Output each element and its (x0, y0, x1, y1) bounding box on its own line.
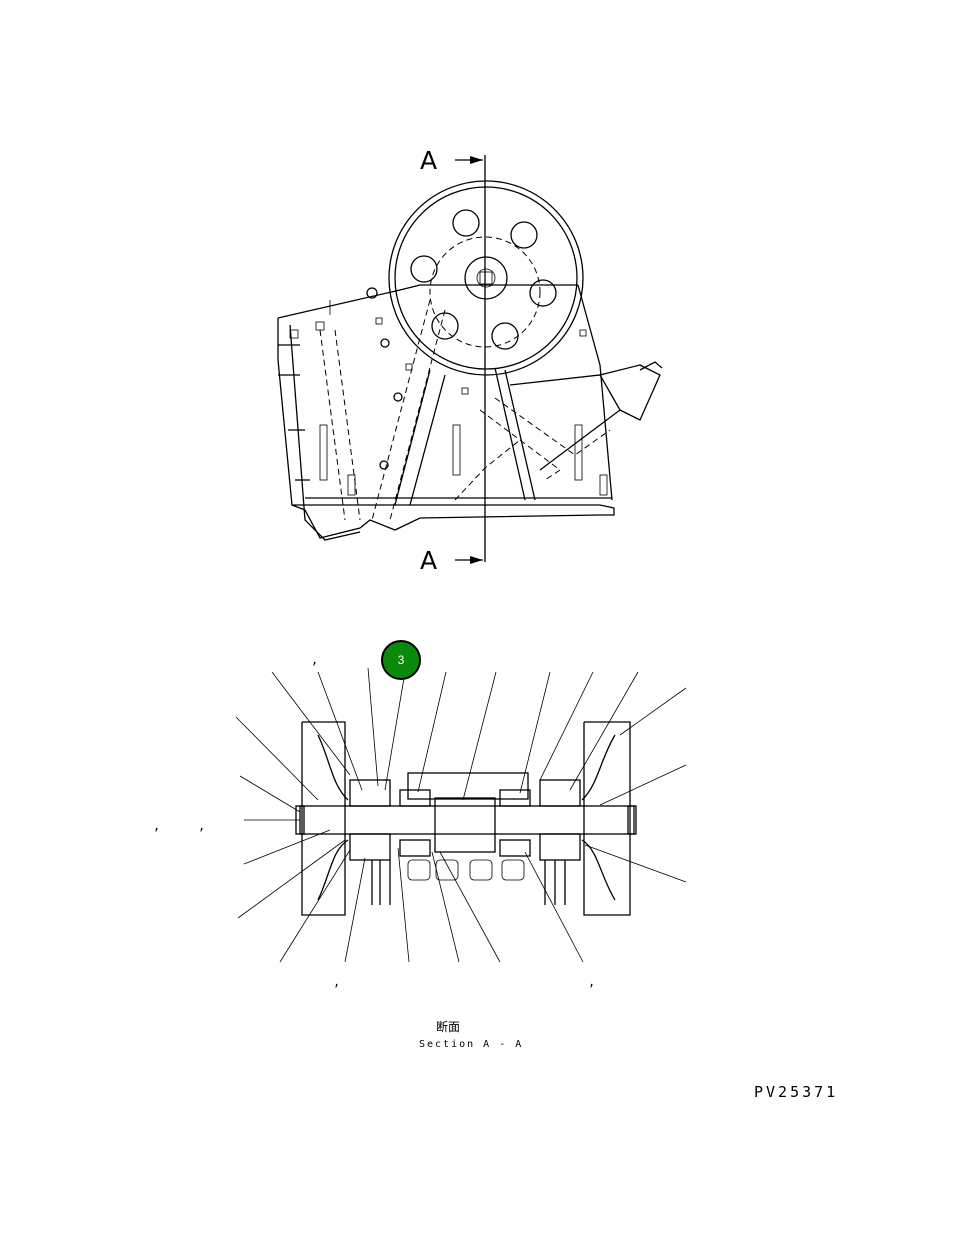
leader-lines (235, 667, 687, 963)
shaft-hub (464, 256, 508, 300)
stray-mark: , (153, 819, 160, 833)
drawing-id: PV25371 (754, 1083, 839, 1101)
stray-mark: , (198, 819, 205, 833)
left-flywheel-section (301, 721, 346, 916)
section-view: , , , , , (153, 653, 687, 989)
section-caption-english: Section A - A (419, 1039, 524, 1050)
callout-badge-3[interactable]: 3 (381, 640, 421, 680)
side-view (277, 155, 663, 564)
stray-mark: , (588, 975, 595, 989)
right-flywheel-section (583, 721, 631, 916)
frame-outline (277, 318, 615, 539)
stray-mark: , (333, 975, 340, 989)
section-marker-top: A (420, 146, 438, 175)
section-marker-bottom: A (420, 546, 438, 575)
flywheel (388, 180, 584, 376)
section-caption-japanese: 断面 (436, 1020, 461, 1034)
stray-mark: , (311, 653, 318, 667)
